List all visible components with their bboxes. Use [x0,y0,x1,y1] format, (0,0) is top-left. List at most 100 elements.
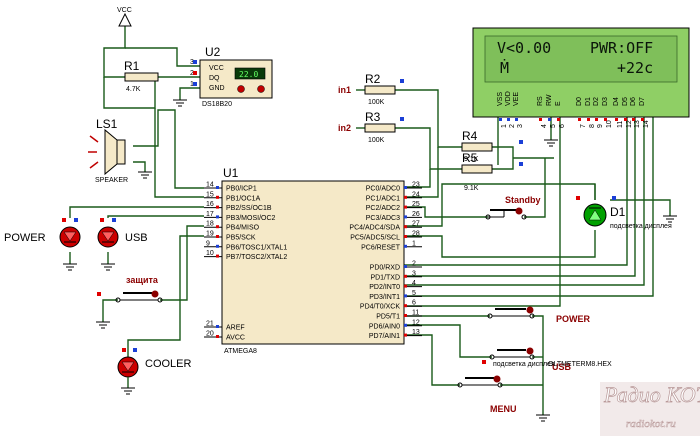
wires [69,26,671,415]
menu-btn-label: MENU [490,404,517,414]
u2-button-right[interactable] [257,85,265,93]
watermark-line1: Радио КОТ [603,382,700,407]
mcu-pin-state [404,205,407,209]
mcu-pin-name: PD6/AIN0 [369,323,400,330]
lcd-pin-num: 4 [541,124,548,128]
ls1-ref: LS1 [96,117,118,131]
button-usb[interactable]: USB [489,347,572,373]
mcu-pin-number: 26 [412,211,420,218]
r4-ref: R4 [462,129,478,143]
r5-value: 9.1K [464,185,479,192]
mcu-pin-name: PB4/MISO [226,225,260,232]
led-d1: D1 подсветка дисплея [583,203,672,230]
mcu-pin-number: 15 [206,191,214,198]
lcd-pin-vss: VSS [497,92,504,106]
mcu-pin-number: 14 [206,182,214,189]
speaker-ls1: LS1 SPEAKER [88,117,128,184]
mcu-pin-state [216,195,219,199]
mcu-pin-state [404,186,407,189]
mcu-pin-number: 5 [412,290,416,297]
mcu-pin-number: 3 [412,270,416,277]
lcd-line2-right: +22c [617,59,653,77]
r4-value: 9.1K [464,156,479,163]
lcd-pin-d0: D0 [576,97,583,106]
lcd-pin-d5: D5 [622,97,629,106]
mcu-pin-name: PB1/OC1A [226,195,261,202]
lcd-pin-state [548,118,551,121]
mcu-pins: PB0/ICP114PB1/OC1A15PB2/SS/OC1B16PB3/MOS… [204,182,422,342]
button-power[interactable]: POWER [487,306,591,325]
mcu-pin-state [404,333,407,337]
mcu-pin-name: PB0/ICP1 [226,186,257,193]
lcd-pin-num: 3 [517,124,524,128]
lcd-pin-num: 1 [501,124,508,128]
net-in2: in2 [338,123,351,133]
lcd-pin-num: 6 [559,124,566,128]
led-usb-label: USB [125,232,148,244]
mcu-pin-name: PB6/TOSC1/XTAL1 [226,244,287,251]
mcu-pin-name: PB2/SS/OC1B [226,205,272,212]
mcu-pin-number: 19 [206,231,214,238]
mcu-pin-name: PD7/AIN1 [369,333,400,340]
lcd-line1-left: V<0.00 [497,39,551,57]
mcu-pin-number: 25 [412,201,420,208]
u2-pin3: 3 [190,59,194,66]
mcu-pin-number: 17 [206,211,214,218]
power-btn-label: POWER [556,314,591,324]
lcd-pin-num: 12 [626,120,633,128]
mcu-pin-state [404,314,407,317]
mcu-pin-number: 20 [206,331,214,338]
button-menu[interactable]: MENU [457,375,517,415]
lcd-pin-state [515,118,518,121]
lcd-pin-state [507,118,510,121]
button-standby[interactable]: Standby [485,195,541,220]
r2-ref: R2 [365,72,381,86]
led-power: POWER [4,226,81,248]
mcu-pin-number: 23 [412,182,420,189]
u2-pin-dq: DQ [209,75,220,82]
u1-ref: U1 [223,166,239,180]
lcd-pin-num: 14 [643,120,650,128]
r3-value: 100K [368,137,385,144]
u2-button-left[interactable] [237,85,245,93]
lcd-pin-num: 2 [509,124,516,128]
mcu-pin-name: PD1/TXD [370,274,400,281]
lcd-line2-left: Ṁ [500,58,509,77]
lcd-pin-num: 9 [597,124,604,128]
mcu-pin-number: 9 [206,240,210,247]
lcd-pin-rs: RS [537,96,544,106]
mcu-pin-number: 12 [412,319,420,326]
mcu-pin-state [216,244,219,248]
lcd-pin-state [499,118,502,121]
lcd-pin-num: 5 [550,124,557,128]
lcd-pin-num: 8 [589,124,596,128]
mcu-pin-state [216,225,219,229]
lcd-pin-state [604,118,607,121]
mcu-pin-state [404,235,407,238]
mcu-pin-state [404,244,407,248]
lcd-pin-vee: VEE [513,92,520,106]
mcu-pin-number: 16 [206,201,214,208]
lcd-pin-vdd: VDD [505,91,512,106]
mcu-pin-name: PB7/TOSC2/XTAL2 [226,254,287,261]
mcu-pin-number: 18 [206,221,214,228]
u2-part: DS18B20 [202,101,232,108]
lcd-pin-d2: D2 [593,97,600,106]
mcu-pin-number: 1 [412,240,416,247]
button-zashita[interactable]: защита [115,275,163,303]
lcd-pin-d7: D7 [639,97,646,106]
mcu-pin-number: 24 [412,191,420,198]
mcu-pin-number: 27 [412,221,420,228]
mcu-pin-state [216,325,219,328]
mcu-pin-number: 13 [412,329,420,336]
mcu-pin-number: 2 [412,261,416,268]
mcu-pin-state [404,195,407,199]
resistor-r1: R1 4.7K [124,59,159,93]
lcd-pin-d1: D1 [585,97,592,106]
u2-temp-display: 22.0 [239,70,258,79]
lcd-pin-d4: D4 [613,97,620,106]
mcu-pin-name: PB5/SCK [226,235,256,242]
lcd-pin-num: 11 [617,121,624,128]
lcd-pin-labels: VSS1VDD2VEE3RS4RW5E6D07D18D29D310D411D51… [497,91,650,128]
u2-pin2: 2 [190,70,194,77]
